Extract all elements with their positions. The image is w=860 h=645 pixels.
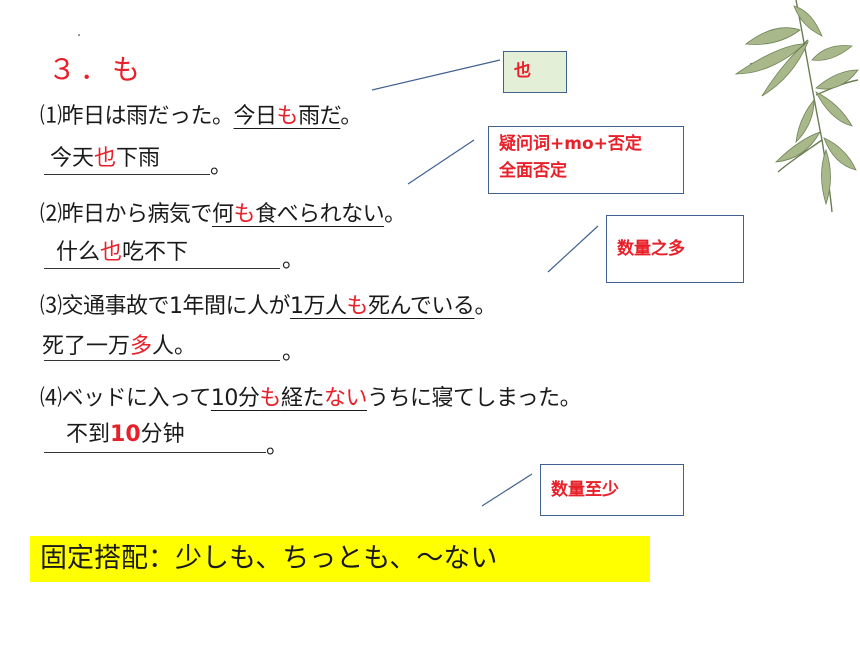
answer-2: 什么也吃不下 — [56, 234, 188, 266]
sentence-text: ベッドに入って — [61, 386, 212, 411]
answer-line-1 — [44, 174, 210, 175]
sentence-end: 。 — [474, 294, 496, 319]
underlined-word: 食べられない — [255, 202, 385, 227]
answer-1: 今天也下雨 — [50, 140, 160, 172]
answer-text: 吃不下 — [122, 240, 189, 265]
answer-highlight: 10 — [110, 422, 141, 447]
answer-text: 分钟 — [140, 422, 185, 447]
note-negation-box: 疑问词+mo+否定 全面否定 — [488, 126, 684, 194]
underlined-word: 今日 — [233, 104, 278, 129]
sentence-1: ⑴昨日は雨だった。今日も雨だ。 — [40, 98, 362, 130]
sentence-end: 。 — [340, 104, 362, 129]
particle-mo: も — [276, 104, 299, 129]
particle-mo: も — [259, 386, 281, 411]
note-least-box: 数量至少 — [540, 464, 684, 516]
answer-line-3 — [44, 360, 280, 361]
answer-end-3: 。 — [282, 340, 305, 365]
sentence-number: ⑷ — [40, 386, 62, 411]
underlined-word: 何 — [212, 202, 234, 227]
note-text: 全面否定 — [499, 161, 567, 182]
sentence-text: 昨日は雨だった。 — [61, 104, 235, 129]
particle-mo: も — [346, 294, 369, 319]
underlined-word: 雨だ — [298, 104, 341, 129]
answer-highlight: 也 — [94, 146, 117, 171]
sentence-text: 交通事故で1年間に人が — [61, 294, 291, 319]
particle-mo: も — [233, 202, 256, 227]
answer-highlight: 多 — [130, 334, 153, 359]
answer-text: 下雨 — [116, 146, 161, 171]
answer-line-4 — [44, 452, 266, 453]
note-text: 数量至少 — [551, 480, 619, 500]
bamboo-leaves-decoration — [734, 0, 859, 213]
sentence-end: 。 — [384, 202, 406, 227]
answer-4: 不到10分钟 — [66, 416, 185, 448]
sentence-end: うちに寝てしまった。 — [366, 386, 582, 411]
note-ye-box: 也 — [503, 51, 567, 93]
sentence-4: ⑷ベッドに入って10分も経たないうちに寝てしまった。 — [40, 380, 582, 412]
answer-text: 今天 — [50, 146, 95, 171]
underlined-word: 1万人 — [290, 294, 347, 319]
underlined-word: 死んでいる — [368, 294, 475, 319]
sentence-number: ⑴ — [40, 104, 62, 129]
sentence-3: ⑶交通事故で1年間に人が1万人も死んでいる。 — [40, 288, 496, 320]
answer-text: 人。 — [152, 334, 197, 359]
answer-text: 死了一万 — [42, 334, 131, 359]
underlined-word: 経た — [280, 386, 325, 411]
answer-highlight: 也 — [100, 240, 123, 265]
note-text: 疑问词+mo+否定 — [499, 134, 642, 154]
answer-text: 什么 — [56, 240, 101, 265]
sentence-number: ⑶ — [40, 294, 62, 319]
section-heading: ３．も — [48, 53, 145, 86]
sentence-text: 昨日から病気で — [61, 202, 213, 227]
sentence-number: ⑵ — [40, 202, 62, 227]
stray-dot — [78, 34, 80, 36]
answer-text: 不到 — [66, 422, 111, 447]
answer-line-2 — [44, 268, 280, 269]
answer-end-1: 。 — [210, 154, 233, 179]
negation-nai: ない — [323, 386, 368, 411]
note-many-box: 数量之多 — [606, 215, 744, 283]
answer-end-4: 。 — [266, 434, 289, 459]
underlined-word: 10分 — [210, 386, 260, 411]
fixed-phrase-banner: 固定搭配：少しも、ちっとも、〜ない — [30, 536, 650, 582]
note-text: 数量之多 — [617, 239, 685, 259]
answer-end-2: 。 — [282, 248, 305, 273]
note-text: 也 — [514, 61, 531, 81]
sentence-2: ⑵昨日から病気で何も食べられない。 — [40, 196, 406, 228]
answer-3: 死了一万多人。 — [42, 328, 196, 360]
